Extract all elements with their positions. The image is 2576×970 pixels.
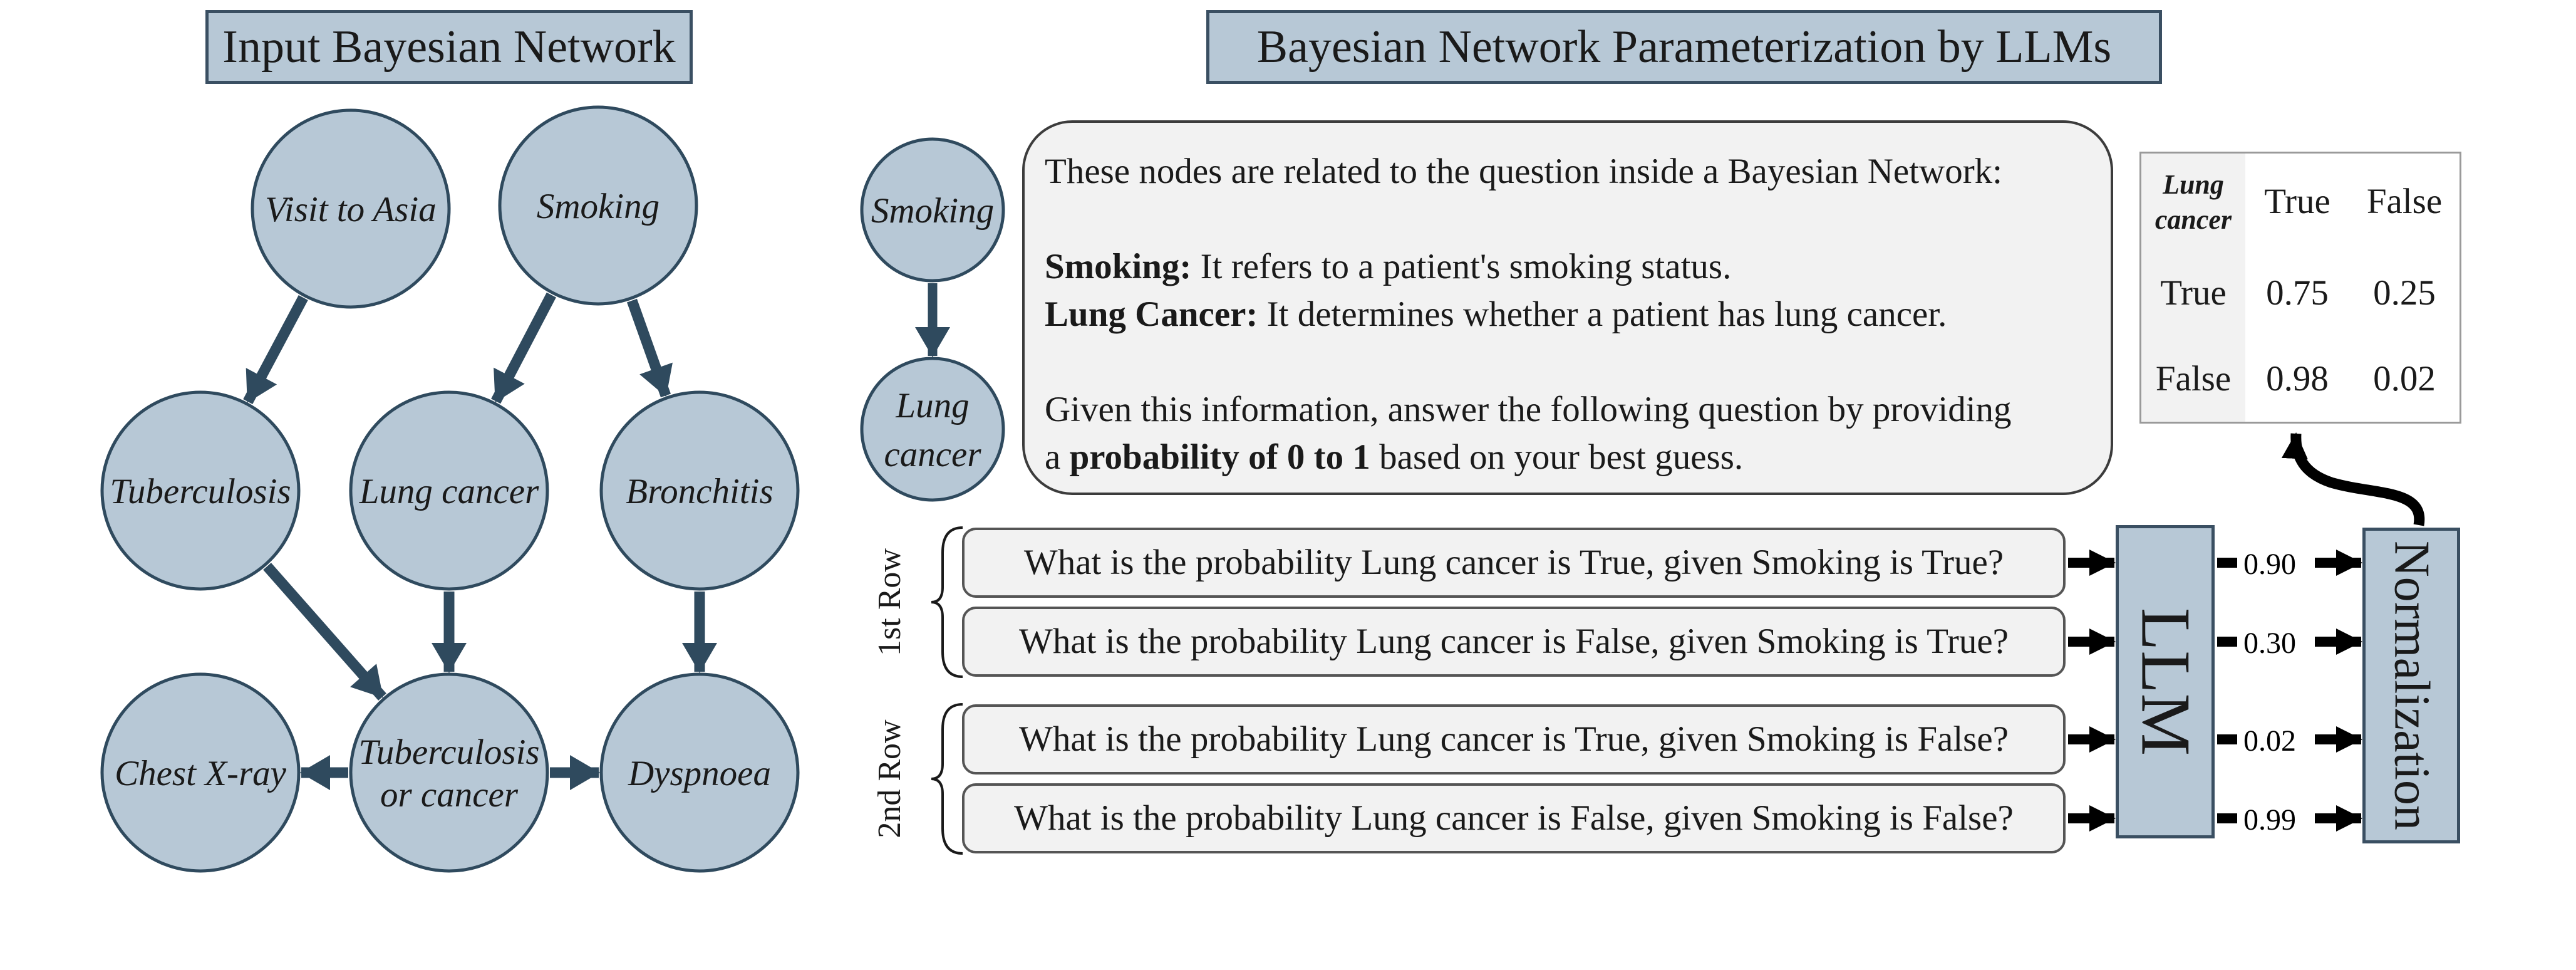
definition-text: It refers to a patient's smoking status.	[1191, 247, 1732, 286]
normalization-label: Normalization	[2384, 540, 2439, 831]
node-label: Dyspnoea	[628, 754, 771, 793]
node-visit: Visit to Asia	[251, 108, 451, 309]
cpt-column-header: False	[2366, 182, 2443, 221]
node-xray: Chest X-ray	[100, 672, 301, 873]
mini-node-m_lung: Lung cancer	[860, 357, 1005, 502]
cpt-value: 0.75	[2266, 273, 2329, 313]
cpt-row-header: False	[2141, 336, 2245, 422]
normalization-to-cpt-arrow	[2281, 432, 2425, 526]
cpt-corner-line: Lung	[2163, 169, 2224, 200]
node-tuberculosis: Tuberculosis	[100, 390, 301, 591]
node-label: or cancer	[380, 775, 519, 815]
row-brace	[931, 703, 963, 855]
edge-arrow-visit-to-tuberculosis	[243, 295, 308, 404]
prompt-box: These nodes are related to the question …	[1022, 120, 2113, 495]
instruction-text: a	[1045, 437, 1070, 477]
llm-box: LLM	[2116, 525, 2215, 838]
row-brace	[931, 526, 963, 678]
node-label: Smoking	[537, 187, 660, 226]
node-label: Tuberculosis	[110, 472, 291, 511]
llm-output-value: 0.90	[2243, 548, 2296, 581]
mini-node-label: Smoking	[871, 191, 994, 231]
question-box: What is the probability Lung cancer is F…	[962, 607, 2066, 677]
definition-text: It determines whether a patient has lung…	[1258, 295, 1947, 334]
prompt-intro: These nodes are related to the question …	[1045, 152, 2003, 191]
llm-output-value: 0.99	[2243, 803, 2296, 837]
cpt-row-header: True	[2141, 250, 2245, 336]
node-dyspnoea: Dyspnoea	[599, 672, 800, 873]
definition-term: Smoking:	[1045, 247, 1192, 286]
prompt-instruction-line-2: a probability of 0 to 1 based on your be…	[1045, 434, 2093, 481]
mini-node-label: cancer	[884, 435, 981, 474]
cpt-corner-line: cancer	[2154, 204, 2232, 235]
node-label: Tuberculosis	[358, 733, 539, 772]
prompt-instruction-line-1: Given this information, answer the follo…	[1045, 390, 2012, 429]
row-label: 1st Row	[872, 548, 908, 656]
node-smoking: Smoking	[498, 105, 698, 306]
definition-term: Lung Cancer:	[1045, 295, 1258, 334]
prompt-definition-lung-cancer: Lung Cancer: It determines whether a pat…	[1045, 291, 2093, 338]
edge-arrow-tuberculosis-to-tbcancer	[263, 563, 386, 701]
llm-output-value: 0.02	[2243, 724, 2296, 758]
llm-output-value: 0.30	[2243, 627, 2296, 660]
cpt-value: 0.98	[2266, 359, 2329, 399]
row-label: 2nd Row	[872, 719, 908, 838]
mini-node-m_smoking: Smoking	[860, 137, 1005, 283]
instruction-bold: probability of	[1069, 437, 1287, 477]
cpt-table: Lung cancer True False True 0.75 0.25 Fa…	[2139, 152, 2461, 424]
cpt-column-header: True	[2264, 182, 2330, 221]
right-panel-title: Bayesian Network Parameterization by LLM…	[1206, 10, 2162, 84]
node-label: Bronchitis	[626, 472, 773, 511]
normalization-box: Normalization	[2362, 528, 2460, 843]
instruction-text: based on your best guess.	[1370, 437, 1744, 477]
left-panel-title: Input Bayesian Network	[205, 10, 693, 84]
edge-arrow-smoking-to-lung	[491, 292, 556, 404]
question-box: What is the probability Lung cancer is F…	[962, 783, 2066, 853]
mini-node-label: Lung	[895, 386, 969, 425]
node-lung: Lung cancer	[349, 390, 549, 591]
question-box: What is the probability Lung cancer is T…	[962, 704, 2066, 774]
llm-label: LLM	[2126, 607, 2205, 756]
node-label: Chest X-ray	[115, 754, 287, 793]
question-box: What is the probability Lung cancer is T…	[962, 528, 2066, 598]
node-label: Lung cancer	[359, 472, 539, 511]
node-label: Visit to Asia	[265, 190, 436, 229]
cpt-value: 0.25	[2373, 273, 2436, 313]
instruction-bold-range: 0 to 1	[1286, 437, 1370, 477]
node-bronchitis: Bronchitis	[599, 390, 800, 591]
cpt-value: 0.02	[2373, 359, 2436, 399]
cpt-corner-header: Lung cancer	[2141, 154, 2245, 250]
edge-arrow-smoking-to-bronchitis	[626, 298, 673, 398]
prompt-definition-smoking: Smoking: It refers to a patient's smokin…	[1045, 243, 2093, 291]
